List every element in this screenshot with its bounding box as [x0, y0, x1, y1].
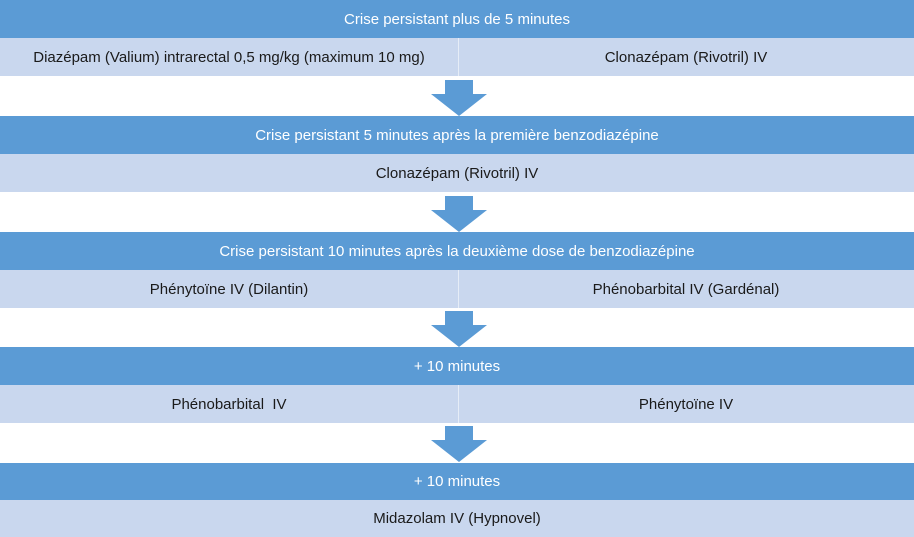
step-1-divider: [458, 38, 459, 76]
step-5-options-row: Midazolam IV (Hypnovel): [0, 500, 914, 537]
step-3-option-right: Phénobarbital IV (Gardénal): [458, 270, 914, 308]
step-1-options-row: Diazépam (Valium) intrarectal 0,5 mg/kg …: [0, 38, 914, 76]
step-4-option-left: Phénobarbital IV: [0, 385, 458, 423]
step-1-option-left-text: Diazépam (Valium) intrarectal 0,5 mg/kg …: [33, 48, 425, 66]
step-4-option-right-text: Phénytoïne IV: [638, 395, 734, 413]
step-3-option-right-text: Phénobarbital IV (Gardénal): [592, 280, 780, 298]
step-3-option-left-text: Phénytoïne IV (Dilantin): [149, 280, 309, 298]
down-arrow-icon: [431, 311, 487, 347]
step-4-options-row: Phénobarbital IV Phénytoïne IV: [0, 385, 914, 423]
step-4-divider: [458, 385, 459, 423]
step-2-header-text: Crise persistant 5 minutes après la prem…: [255, 126, 659, 144]
step-1-header-text: Crise persistant plus de 5 minutes: [344, 10, 570, 28]
down-arrow-icon: [431, 426, 487, 462]
step-4-option-left-text: Phénobarbital IV: [171, 395, 287, 413]
step-1-option-left: Diazépam (Valium) intrarectal 0,5 mg/kg …: [0, 38, 458, 76]
step-5-header-text: + 10 minutes: [413, 473, 501, 490]
step-3-option-left: Phénytoïne IV (Dilantin): [0, 270, 458, 308]
step-3-header-text: Crise persistant 10 minutes après la deu…: [219, 242, 695, 260]
step-1-option-right-text: Clonazépam (Rivotril) IV: [604, 48, 768, 66]
step-3-options-row: Phénytoïne IV (Dilantin) Phénobarbital I…: [0, 270, 914, 308]
step-5-option-text: Midazolam IV (Hypnovel): [373, 510, 541, 527]
step-2-header: Crise persistant 5 minutes après la prem…: [0, 116, 914, 154]
step-3-divider: [458, 270, 459, 308]
step-2-option-text: Clonazépam (Rivotril) IV: [375, 164, 539, 182]
step-2-options-row: Clonazépam (Rivotril) IV: [0, 154, 914, 192]
down-arrow-icon: [431, 196, 487, 232]
step-4-header-text: + 10 minutes: [413, 357, 501, 375]
down-arrow-icon: [431, 80, 487, 116]
step-4-option-right: Phénytoïne IV: [458, 385, 914, 423]
step-1-option-right: Clonazépam (Rivotril) IV: [458, 38, 914, 76]
step-3-header: Crise persistant 10 minutes après la deu…: [0, 232, 914, 270]
step-1-header: Crise persistant plus de 5 minutes: [0, 0, 914, 38]
step-5-header: + 10 minutes: [0, 463, 914, 500]
step-4-header: + 10 minutes: [0, 347, 914, 385]
